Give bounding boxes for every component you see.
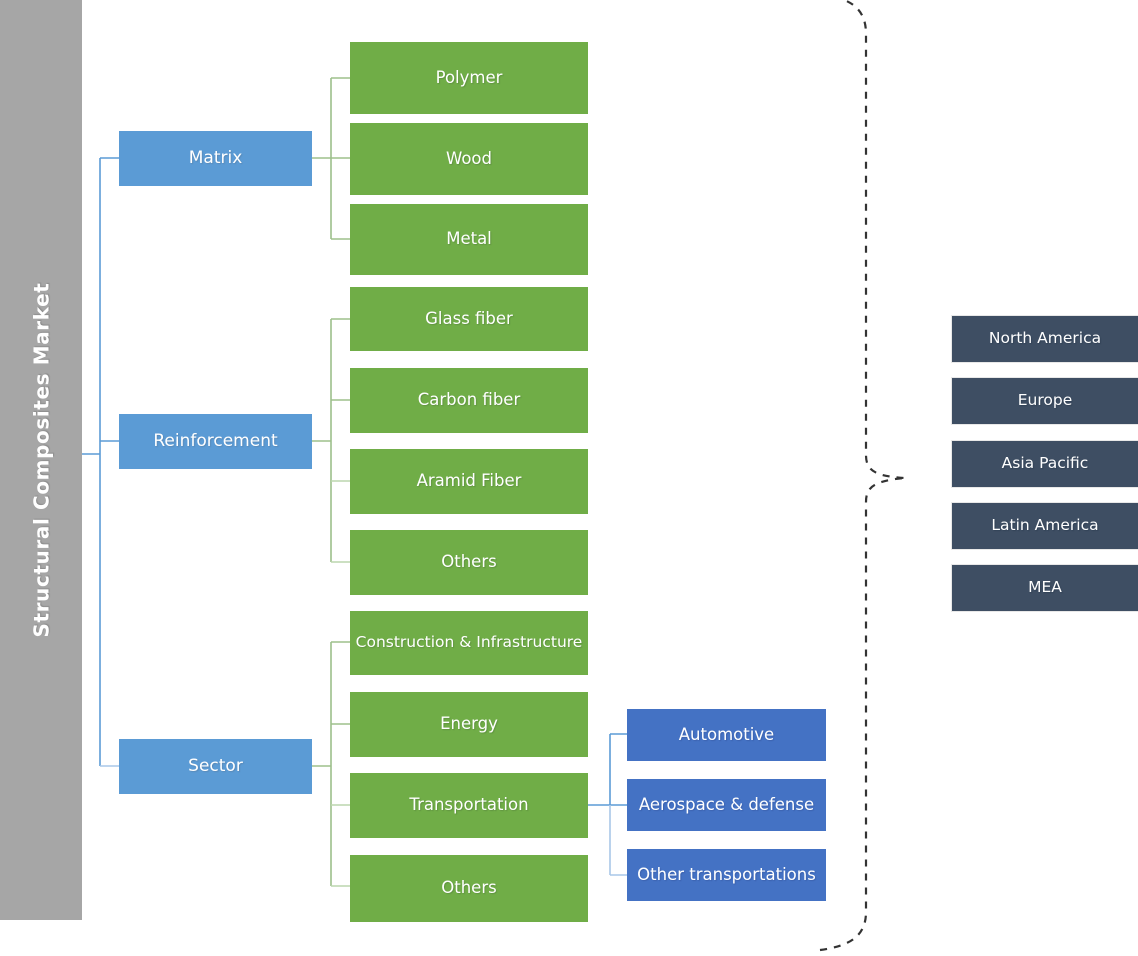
segment-box-construction-infrastructure[interactable]: Construction & Infrastructure <box>350 611 588 675</box>
branch-box-reinforcement[interactable]: Reinforcement <box>119 414 312 469</box>
segment-label: Others <box>441 552 497 572</box>
subsegment-box-automotive[interactable]: Automotive <box>627 709 826 761</box>
branch-box-matrix[interactable]: Matrix <box>119 131 312 186</box>
region-box-europe[interactable]: Europe <box>951 377 1138 425</box>
subsegment-label: Aerospace & defense <box>638 794 815 814</box>
segment-box-aramid-fiber[interactable]: Aramid Fiber <box>350 449 588 514</box>
segment-box-glass-fiber[interactable]: Glass fiber <box>350 287 588 351</box>
subsegment-label: Automotive <box>678 724 775 744</box>
branch-label: Reinforcement <box>153 430 278 451</box>
region-box-mea[interactable]: MEA <box>951 564 1138 612</box>
segment-box-energy[interactable]: Energy <box>350 692 588 757</box>
segment-label: Energy <box>440 714 498 734</box>
segment-label: Carbon fiber <box>417 390 521 410</box>
segment-box-wood[interactable]: Wood <box>350 123 588 195</box>
segment-label: Transportation <box>409 795 529 815</box>
branch-box-sector[interactable]: Sector <box>119 739 312 794</box>
segment-label: Wood <box>445 148 492 168</box>
region-box-north-america[interactable]: North America <box>951 315 1138 363</box>
segment-label: Others <box>441 878 497 898</box>
subsegment-box-other-transportations[interactable]: Other transportations <box>627 849 826 901</box>
root-title-label: Structural Composites Market <box>29 282 54 638</box>
segment-box-carbon-fiber[interactable]: Carbon fiber <box>350 368 588 433</box>
segment-label: Metal <box>446 229 492 249</box>
region-box-latin-america[interactable]: Latin America <box>951 502 1138 550</box>
branch-label: Matrix <box>188 147 243 168</box>
segment-box-reinforcement-others[interactable]: Others <box>350 530 588 595</box>
segment-label: Glass fiber <box>425 308 513 328</box>
segment-box-metal[interactable]: Metal <box>350 204 588 275</box>
region-label: MEA <box>1028 578 1062 597</box>
region-label: Latin America <box>991 516 1099 535</box>
region-label: North America <box>988 329 1102 348</box>
segment-label: Construction & Infrastructure <box>355 633 583 652</box>
branch-label: Sector <box>188 755 243 776</box>
root-title-bar: Structural Composites Market <box>0 0 82 920</box>
segment-label: Aramid Fiber <box>416 471 522 491</box>
segment-label: Polymer <box>435 67 503 87</box>
region-label: Asia Pacific <box>1001 454 1089 473</box>
segment-box-polymer[interactable]: Polymer <box>350 42 588 114</box>
region-box-asia-pacific[interactable]: Asia Pacific <box>951 440 1138 488</box>
subsegment-box-aerospace-defense[interactable]: Aerospace & defense <box>627 779 826 831</box>
segment-box-transportation[interactable]: Transportation <box>350 773 588 838</box>
subsegment-label: Other transportations <box>637 864 816 884</box>
segment-box-sector-others[interactable]: Others <box>350 855 588 922</box>
region-label: Europe <box>1017 391 1073 410</box>
